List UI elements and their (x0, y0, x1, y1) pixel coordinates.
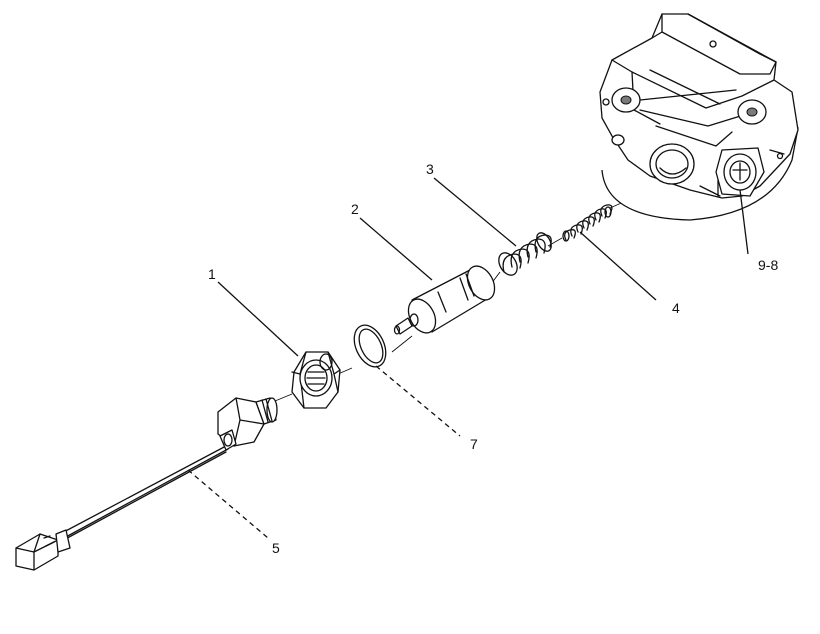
valve-body-housing (599, 13, 799, 221)
large-spring (498, 232, 552, 276)
callout-7: 7 (470, 436, 478, 452)
callout-2: 2 (351, 201, 359, 217)
leader-4 (579, 231, 657, 301)
solenoid-plunger (393, 265, 496, 335)
leader-2 (359, 217, 433, 281)
callout-labels: 1 2 3 4 5 7 9-8 (208, 161, 778, 556)
leader-9-8 (739, 189, 749, 255)
callout-4: 4 (672, 300, 680, 316)
small-spring (562, 204, 613, 242)
callout-5: 5 (272, 540, 280, 556)
callout-3: 3 (426, 161, 434, 177)
o-ring (353, 324, 387, 368)
callout-9-8: 9-8 (758, 257, 778, 273)
leader-1 (217, 281, 299, 357)
leader-3 (433, 177, 517, 247)
pressure-switch-harness (15, 397, 278, 571)
leader-7 (375, 365, 461, 437)
leader-5 (187, 469, 269, 539)
locknut (291, 351, 341, 409)
callout-1: 1 (208, 266, 216, 282)
leader-lines (187, 177, 749, 539)
